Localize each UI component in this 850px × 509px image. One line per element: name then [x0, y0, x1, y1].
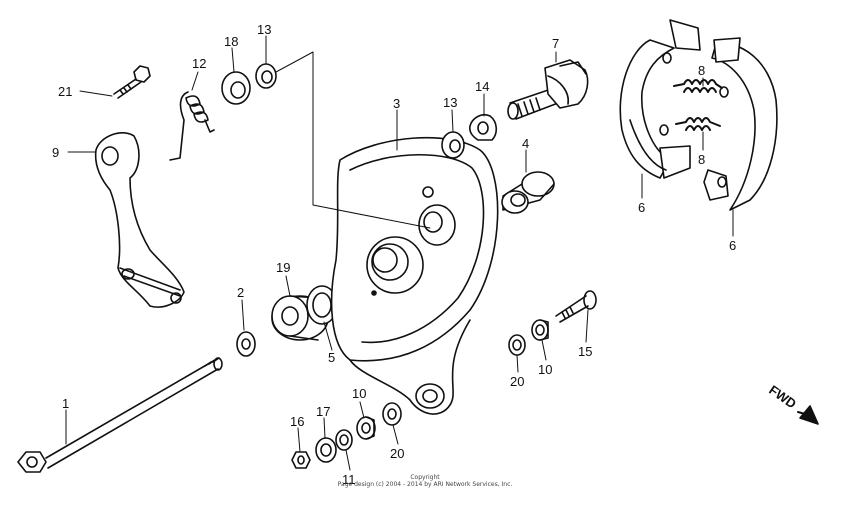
brake-arm-9 [94, 132, 185, 308]
label-part-19: 19 [276, 260, 290, 275]
copyright-line1: Copyright [410, 474, 440, 481]
nut-16 [291, 451, 311, 469]
label-part-14: 14 [475, 79, 489, 94]
label-part-11: 11 [342, 472, 356, 487]
label-part-10b: 10 [352, 386, 366, 401]
brake-cam-7 [507, 59, 589, 120]
label-part-6b: 6 [729, 238, 736, 253]
label-part-7: 7 [552, 36, 559, 51]
label-part-5: 5 [328, 350, 335, 365]
label-part-12: 12 [192, 56, 206, 71]
fwd-label: FWD [766, 382, 799, 411]
label-part-9: 9 [52, 145, 59, 160]
nut-10-right [531, 319, 549, 341]
spring-12 [169, 91, 215, 161]
washer-20-right [508, 334, 526, 356]
fwd-indicator: FWD [766, 382, 819, 425]
label-part-20b: 20 [390, 446, 404, 461]
label-part-13b: 13 [443, 95, 457, 110]
label-part-17: 17 [316, 404, 330, 419]
shoe-spring-8-lower [675, 117, 721, 131]
washer-13-top [255, 63, 277, 89]
bolt-21 [113, 65, 151, 99]
washer-11 [335, 429, 353, 451]
label-part-10a: 10 [538, 362, 552, 377]
washer-13 [441, 131, 465, 159]
washer-20-bottom [382, 402, 402, 426]
label-part-3: 3 [393, 96, 400, 111]
label-part-15: 15 [578, 344, 592, 359]
wear-indicator-14 [469, 113, 498, 141]
label-part-8b: 8 [698, 152, 705, 167]
label-part-16: 16 [290, 414, 304, 429]
bolt-15 [555, 290, 597, 323]
part-labels: 1 2 3 4 5 6 6 7 8 8 9 10 10 11 12 13 13 … [52, 22, 736, 487]
shoe-spring-8-upper [673, 79, 723, 93]
leader-lines [65, 35, 734, 471]
label-part-4: 4 [522, 136, 529, 151]
axle-part [17, 357, 223, 473]
label-part-6a: 6 [638, 200, 645, 215]
brake-shoe-6-left [619, 19, 701, 179]
label-part-8a: 8 [698, 63, 705, 78]
label-part-1: 1 [62, 396, 69, 411]
label-part-21: 21 [58, 84, 72, 99]
washer-17 [315, 437, 337, 463]
seal-18 [221, 71, 251, 105]
collar-4 [501, 171, 555, 214]
copyright-footer: Copyright Page design (c) 2004 - 2014 by… [0, 474, 850, 488]
label-part-2: 2 [237, 285, 244, 300]
nut-10-bottom [356, 416, 376, 440]
washer-2 [236, 331, 256, 357]
brake-shoe-6-right [703, 37, 778, 211]
copyright-line2: Page design (c) 2004 - 2014 by ARI Netwo… [337, 481, 513, 488]
label-part-18: 18 [224, 34, 238, 49]
leader-line-cam [275, 51, 431, 229]
label-part-20a: 20 [510, 374, 524, 389]
brake-panel-3 [330, 136, 499, 415]
label-part-13a: 13 [257, 22, 271, 37]
